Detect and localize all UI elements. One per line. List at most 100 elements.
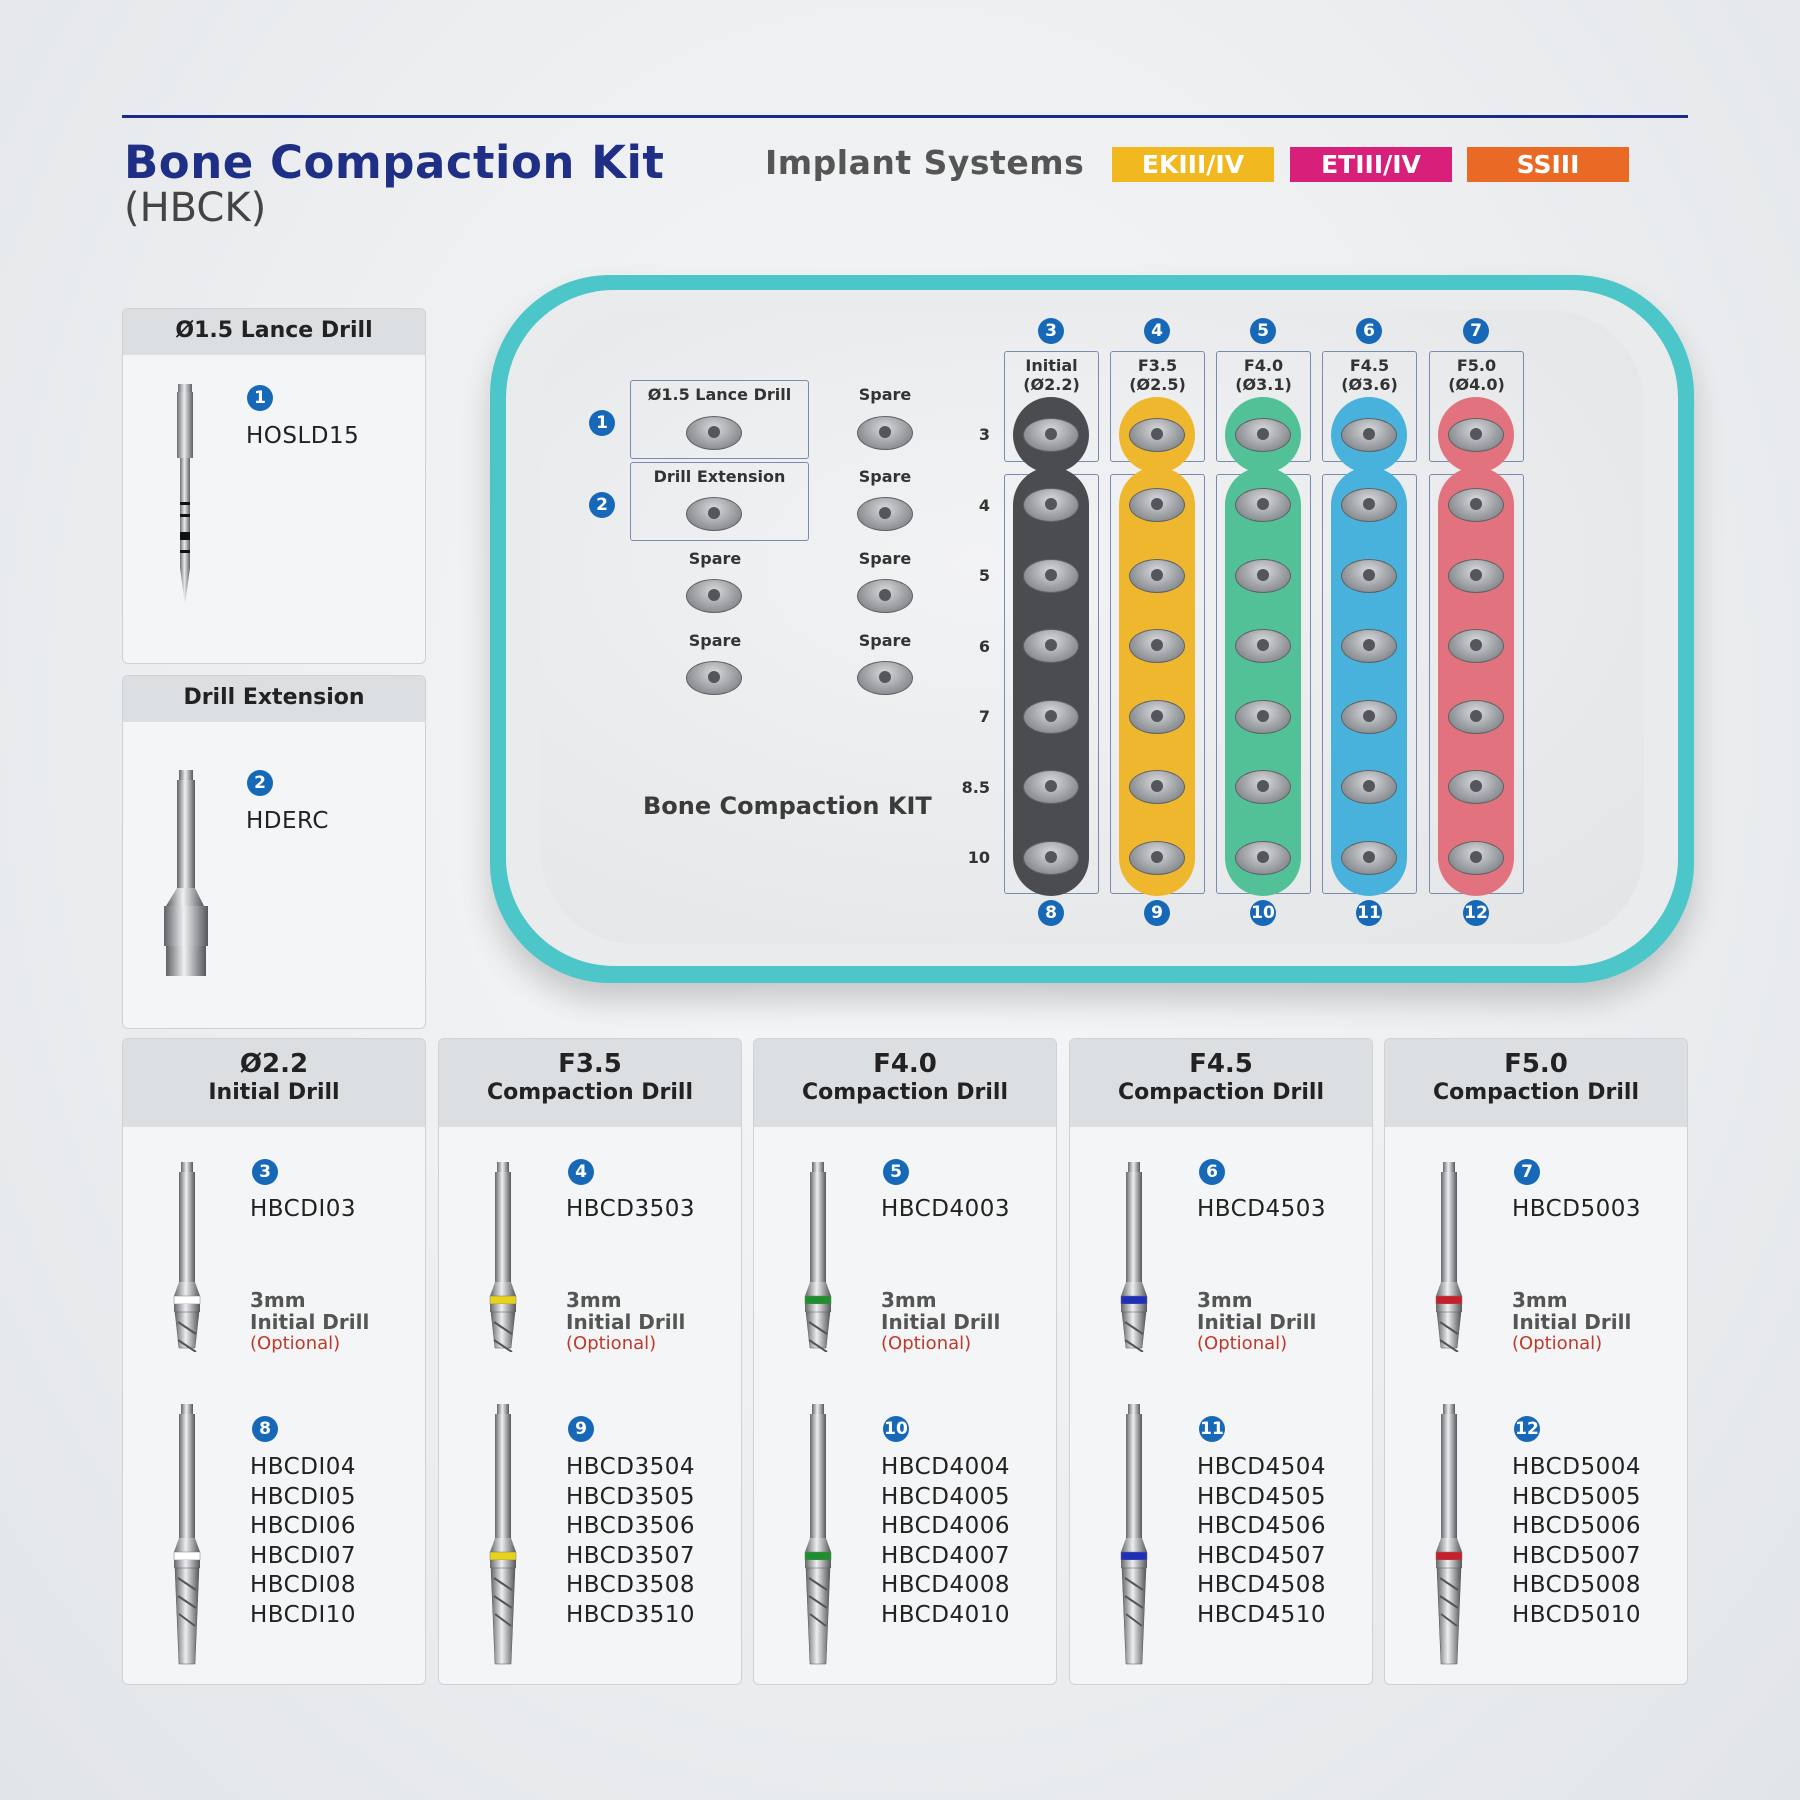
drill-panel-subtitle: Compaction Drill bbox=[1432, 1080, 1640, 1105]
tray-spare-slot bbox=[857, 661, 913, 695]
drill-code: HBCD3505 bbox=[566, 1483, 695, 1510]
drill-code: HBCD5008 bbox=[1512, 1572, 1641, 1598]
lance-drill-image bbox=[177, 384, 193, 604]
tray-drill-slot bbox=[1023, 700, 1079, 734]
lance-drill-code: HOSLD15 bbox=[246, 423, 360, 449]
drill-panel-subtitle: Compaction Drill bbox=[801, 1080, 1009, 1105]
drill-code: HBCD5006 bbox=[1512, 1513, 1641, 1539]
tray-lance-drill-label: Ø1.5 Lance Drill bbox=[647, 385, 792, 404]
tray-drill-slot bbox=[1448, 559, 1504, 593]
optional-note-name: Initial Drill bbox=[1197, 1310, 1317, 1334]
drill-short-image bbox=[173, 1162, 201, 1352]
tray-drill-extension-box bbox=[630, 462, 809, 541]
drill-extension-image bbox=[164, 770, 208, 976]
tray-drill-slot bbox=[1023, 488, 1079, 522]
drill-code: HBCDI04 bbox=[250, 1454, 356, 1480]
tray-drill-slot bbox=[1129, 418, 1185, 452]
optional-note-size: 3mm bbox=[566, 1288, 622, 1312]
tray-column-heading-line1: F5.0 bbox=[1456, 356, 1497, 375]
page-subtitle: (HBCK) bbox=[124, 185, 267, 231]
drill-panel-subtitle: Compaction Drill bbox=[1117, 1080, 1325, 1105]
tray-column-heading-line1: F4.5 bbox=[1349, 356, 1390, 375]
drill-code-short: HBCD4003 bbox=[881, 1196, 1010, 1222]
spare-label: Spare bbox=[858, 549, 912, 568]
tray-column-top-number: 7 bbox=[1463, 318, 1489, 344]
tray-spare-slot bbox=[857, 579, 913, 613]
drill-long-image bbox=[173, 1404, 201, 1665]
drill-number-long: 9 bbox=[568, 1416, 594, 1442]
drill-code: HBCD4507 bbox=[1197, 1542, 1326, 1569]
drill-code: HBCDI10 bbox=[250, 1601, 356, 1628]
drill-number-long: 11 bbox=[1199, 1416, 1225, 1442]
page-title: Bone Compaction Kit bbox=[124, 136, 665, 189]
tray-column-heading: F4.5(Ø3.6) bbox=[1322, 356, 1417, 394]
optional-note-size: 3mm bbox=[250, 1288, 306, 1312]
tray-row-label: 4 bbox=[978, 496, 990, 515]
drill-panel-title: F3.5 bbox=[558, 1049, 622, 1079]
tray-drill-slot bbox=[1235, 559, 1291, 593]
tray-column-top-number: 4 bbox=[1144, 318, 1170, 344]
tray-column-heading: F3.5(Ø2.5) bbox=[1110, 356, 1205, 394]
tray-drill-slot bbox=[1341, 770, 1397, 804]
optional-note-size: 3mm bbox=[1197, 1288, 1253, 1312]
drill-long-image bbox=[1435, 1404, 1463, 1665]
drill-number-long: 8 bbox=[252, 1416, 278, 1442]
tray-column-top-number: 5 bbox=[1250, 318, 1276, 344]
tray-drill-slot bbox=[1023, 418, 1079, 452]
drill-code: HBCD5004 bbox=[1512, 1454, 1641, 1480]
tray-drill-slot bbox=[1341, 700, 1397, 734]
tray-column-heading-line2: (Ø3.1) bbox=[1235, 375, 1292, 394]
spare-label: Spare bbox=[858, 385, 912, 404]
tray-column-top-number: 3 bbox=[1038, 318, 1064, 344]
drill-code: HBCD5007 bbox=[1512, 1542, 1641, 1569]
tray-drill-slot bbox=[1341, 418, 1397, 452]
drill-code: HBCD5005 bbox=[1512, 1483, 1641, 1510]
tray-column-heading-line2: (Ø2.2) bbox=[1023, 375, 1080, 394]
tray-column-strip bbox=[1438, 467, 1514, 896]
tray-column-heading: F5.0(Ø4.0) bbox=[1429, 356, 1524, 394]
optional-note-size: 3mm bbox=[881, 1288, 937, 1312]
drill-extension-code: HDERC bbox=[246, 808, 329, 834]
drill-code-short: HBCD4503 bbox=[1197, 1196, 1326, 1222]
drill-code: HBCD4508 bbox=[1197, 1572, 1326, 1598]
drill-code: HBCD4004 bbox=[881, 1454, 1010, 1480]
system-badge-ssiii: SSIII bbox=[1467, 147, 1629, 182]
system-badge-etiii: ETIII/IV bbox=[1290, 147, 1452, 182]
tray-column-strip bbox=[1119, 467, 1195, 896]
tray-slot-1-number: 1 bbox=[589, 410, 615, 436]
tray-column-bottom-number: 11 bbox=[1356, 900, 1382, 926]
spare-label: Spare bbox=[688, 631, 742, 650]
tray-drill-slot bbox=[1129, 559, 1185, 593]
tray-drill-slot bbox=[1448, 418, 1504, 452]
tray-drill-slot bbox=[1129, 488, 1185, 522]
drill-number-short: 7 bbox=[1514, 1159, 1540, 1185]
system-badge-ekiii: EKIII/IV bbox=[1112, 147, 1274, 182]
optional-note-name: Initial Drill bbox=[881, 1310, 1001, 1334]
drill-code: HBCDI06 bbox=[250, 1513, 356, 1539]
drill-code: HBCD3508 bbox=[566, 1572, 695, 1598]
drill-code: HBCD3507 bbox=[566, 1542, 695, 1569]
drill-long-image bbox=[489, 1404, 517, 1665]
drill-code-short: HBCD3503 bbox=[566, 1196, 695, 1222]
tray-drill-slot bbox=[1235, 700, 1291, 734]
optional-note-flag: (Optional) bbox=[250, 1333, 341, 1354]
optional-note-flag: (Optional) bbox=[1197, 1333, 1288, 1354]
tray-slot-lance-drill bbox=[686, 416, 742, 450]
optional-note-flag: (Optional) bbox=[1512, 1333, 1603, 1354]
drill-number-short: 3 bbox=[252, 1159, 278, 1185]
lance-drill-panel: Ø1.5 Lance Drill bbox=[122, 308, 426, 664]
drill-extension-number: 2 bbox=[247, 770, 273, 796]
drill-panel-title: F4.5 bbox=[1189, 1049, 1253, 1079]
tray-drill-slot bbox=[1129, 700, 1185, 734]
drill-code: HBCD3506 bbox=[566, 1513, 695, 1539]
lance-drill-number: 1 bbox=[247, 385, 273, 411]
